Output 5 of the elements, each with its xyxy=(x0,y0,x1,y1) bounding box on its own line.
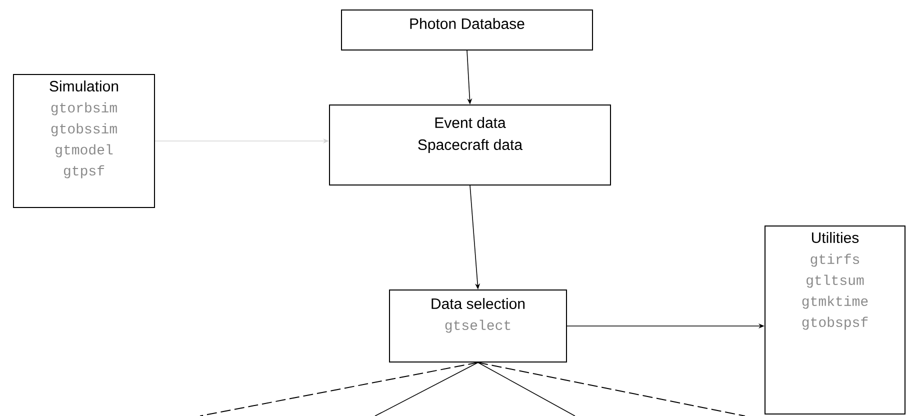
process-box: Simulation gtorbsim gtobssim gtmodel gtpsf xyxy=(13,74,155,208)
process-box: Event data Spacecraft data xyxy=(329,104,611,186)
process-box: Photon Database xyxy=(341,10,593,50)
process-box: Data selection gtselect xyxy=(389,290,567,362)
process-box: Utilities gtirfs gtltsum gtmktime gtobspsf xyxy=(764,226,906,414)
